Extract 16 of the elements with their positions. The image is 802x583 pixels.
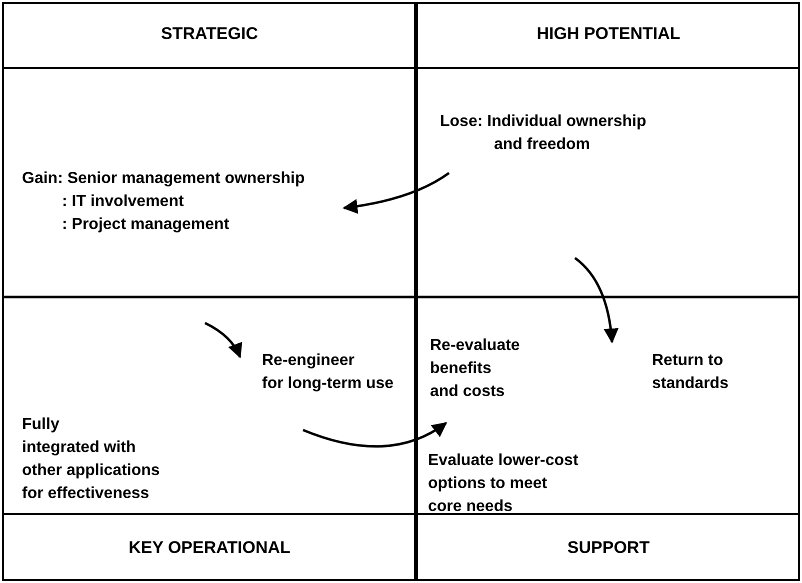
quadrant-heading: HIGH POTENTIAL	[536, 24, 682, 44]
quadrant-text: : IT involvement	[61, 192, 184, 212]
quadrant-text: Fully integrated with other applications for effectiveness	[22, 413, 242, 505]
curved-arrow	[302, 422, 448, 448]
quadrant-text: Evaluate lower-cost options to meet core needs	[428, 449, 628, 511]
quadrant-text: Re-evaluate benefits and costs	[430, 334, 550, 423]
quadrant-text: Return to standards	[600, 342, 740, 392]
quadrant-text: Lose: Individual ownership and freedom	[440, 110, 670, 173]
quadrant-heading: KEY OPERATIONAL	[128, 538, 292, 558]
quadrant-heading: SUPPORT	[566, 538, 651, 558]
quadrant-heading: STRATEGIC	[160, 24, 259, 44]
quadrant-text: : Project management	[61, 215, 230, 235]
curved-arrow	[342, 172, 450, 214]
curved-arrow	[574, 257, 618, 344]
curved-arrow	[204, 322, 242, 358]
quadrant-text: Gain: Senior management ownership	[22, 169, 305, 189]
